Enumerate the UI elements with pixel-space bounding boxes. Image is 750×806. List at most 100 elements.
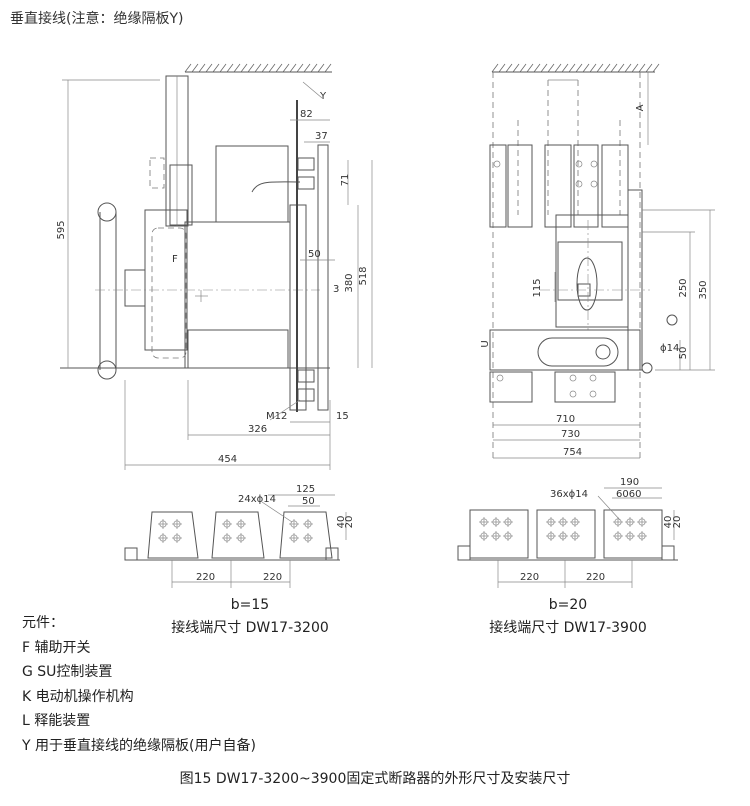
dim-40-left: 40 [336,516,347,529]
holes-24: 24xϕ14 [238,494,276,505]
dim-380: 380 [344,273,355,292]
hatch-line [554,63,562,73]
hatch-line [296,63,304,73]
legend-item-y: Y 用于垂直接线的绝缘隔板(用户自备) [22,737,256,754]
hatch-line [261,63,269,73]
front-view [60,63,373,470]
hatch-line [205,63,213,73]
hatch-line [589,63,597,73]
hatch-line [310,63,318,73]
hatch-line [638,63,646,73]
hatch-line [212,63,220,73]
dim-220-b: 220 [263,572,282,583]
hatch-line [645,63,653,73]
terminal-detail-3200-labels: 24xϕ14 125 50 40 20 220 220 b=15 接线端尺寸 D… [171,484,355,636]
dim-6060: 6060 [616,489,641,500]
terminal-detail-3900-labels: 36xϕ14 190 6060 40 20 220 220 b=20 接线端尺寸… [489,477,683,636]
hatch-line [282,63,290,73]
hatch-line [575,63,583,73]
dim-454: 454 [218,454,237,465]
dim-710: 710 [556,414,575,425]
hatch-line [582,63,590,73]
dim-50-term: 50 [302,496,315,507]
hatch-line [198,63,206,73]
page-heading: 垂直接线(注意：绝缘隔板Y) [10,11,184,27]
dim-15: 15 [336,411,349,422]
dim-350: 350 [698,280,709,299]
hatch-line [505,63,513,73]
hatch-line [254,63,262,73]
dim-y: Y [319,91,327,102]
hatch-line [533,63,541,73]
hatch-line [610,63,618,73]
label-f: F [172,254,178,265]
legend-item-l: L 释能装置 [22,713,91,729]
hatch-line [568,63,576,73]
hatch-line [540,63,548,73]
hatch-line [519,63,527,73]
hatch-line [247,63,255,73]
hatch-line [275,63,283,73]
hatch-line [624,63,632,73]
hatch-line [498,63,506,73]
hatch-line [219,63,227,73]
side-view [489,63,715,459]
dim-220-c: 220 [520,572,539,583]
terminal-detail-3900 [457,487,678,588]
b-label-right: b=20 [549,597,587,613]
dim-82: 82 [300,109,313,120]
hatch-line [652,63,660,73]
dim-754: 754 [563,447,582,458]
dim-71: 71 [340,174,351,187]
hatch-line [184,63,192,73]
hatch-line [191,63,199,73]
hatch-line [631,63,639,73]
dim-20-right: 20 [672,516,683,529]
terminal-detail-3200 [124,494,347,588]
hatch-line [303,63,311,73]
dim-phi14: ϕ14 [660,343,679,354]
dim-115: 115 [532,278,543,297]
b-label-left: b=15 [231,597,269,613]
dim-m12: M12 [266,411,287,422]
legend-item-g: G SU控制装置 [22,664,113,680]
dim-125: 125 [296,484,315,495]
hatch-line [240,63,248,73]
subtitle-3200: 接线端尺寸 DW17-3200 [171,619,329,636]
hatch-line [561,63,569,73]
dim-220-a: 220 [196,572,215,583]
dim-37: 37 [315,131,328,142]
hatch-line [268,63,276,73]
dim-a: A [635,104,646,111]
front-view-labels: 595 Y 82 37 71 50 380 518 3 F M12 15 326… [56,91,369,465]
hatch-line [547,63,555,73]
hatch-line [526,63,534,73]
dim-50: 50 [308,249,321,260]
hatch-line [512,63,520,73]
hatch-line [233,63,241,73]
subtitle-3900: 接线端尺寸 DW17-3900 [489,619,647,636]
hatch-line [289,63,297,73]
dim-220-d: 220 [586,572,605,583]
dim-190: 190 [620,477,639,488]
figure-caption: 图15 DW17-3200~3900固定式断路器的外形尺寸及安装尺寸 [179,771,571,787]
dim-20-left: 20 [344,516,355,529]
legend-item-k: K 电动机操作机构 [22,688,134,705]
label-u: U [480,340,491,347]
dim-595: 595 [56,220,67,239]
dim-250: 250 [678,278,689,297]
hatch-line [596,63,604,73]
hatch-line [324,63,332,73]
legend-item-f: F 辅助开关 [22,639,91,656]
hatch-line [491,63,499,73]
legend-title: 元件： [22,615,64,631]
hatch-line [317,63,325,73]
hatch-line [226,63,234,73]
dim-518: 518 [358,266,369,285]
dim-3: 3 [333,284,339,295]
hatch-line [603,63,611,73]
dim-50-side: 50 [678,347,689,360]
component-legend: 元件： F 辅助开关 G SU控制装置 K 电动机操作机构 L 释能装置 Y 用… [22,611,256,758]
side-view-labels: A 115 250 350 ϕ14 50 U 710 730 754 [480,104,709,458]
